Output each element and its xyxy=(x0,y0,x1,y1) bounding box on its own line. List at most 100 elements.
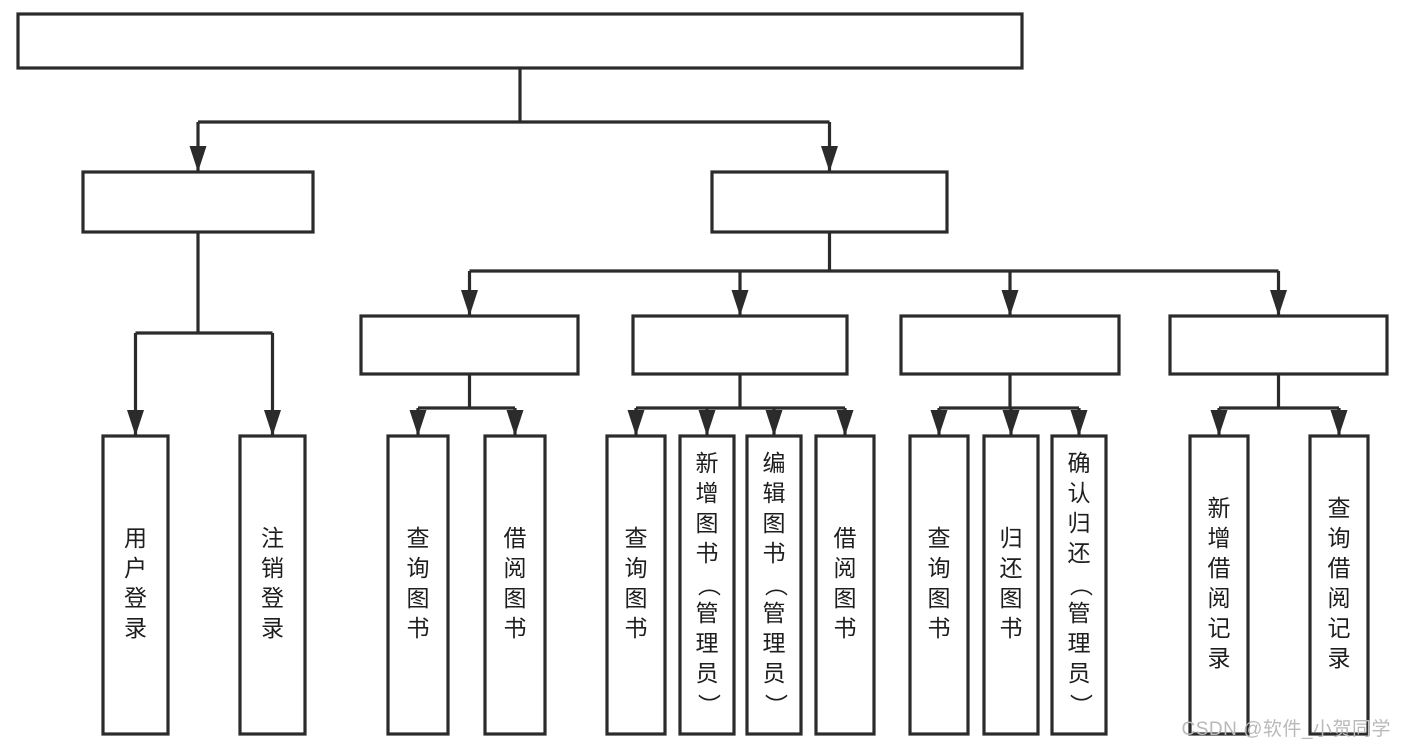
svg-text:登: 登 xyxy=(124,585,147,611)
node-box-new-book-recommend xyxy=(359,314,580,376)
node-box-leaf-query-book-3 xyxy=(908,434,970,736)
node-box-borrow-record xyxy=(1168,314,1389,376)
arrow-head-bookborrow-2 xyxy=(765,410,783,436)
svg-text:理: 理 xyxy=(763,630,786,656)
node-user-login[interactable] xyxy=(81,170,315,234)
svg-text:归: 归 xyxy=(1000,525,1023,551)
svg-text:阅: 阅 xyxy=(1208,585,1231,611)
svg-text:增: 增 xyxy=(696,480,719,506)
svg-text:借: 借 xyxy=(1208,555,1231,581)
arrow-head-currentborrow-1 xyxy=(1002,410,1020,436)
svg-text:录: 录 xyxy=(1328,645,1351,671)
svg-text:归: 归 xyxy=(1068,510,1091,536)
svg-text:阅: 阅 xyxy=(1328,585,1351,611)
node-box-leaf-confirm-return xyxy=(1050,434,1108,736)
node-current-borrow[interactable] xyxy=(899,314,1121,376)
arrow-head-bookmanage-2 xyxy=(1001,290,1019,316)
svg-text:查: 查 xyxy=(1328,495,1351,521)
svg-text:（: （ xyxy=(696,574,722,597)
svg-text:书: 书 xyxy=(504,615,527,641)
svg-text:书: 书 xyxy=(1000,615,1023,641)
node-book-borrow[interactable] xyxy=(631,314,849,376)
svg-text:录: 录 xyxy=(124,615,147,641)
svg-text:图: 图 xyxy=(696,510,719,536)
arrow-head-userlogin-1 xyxy=(264,410,281,436)
svg-text:管: 管 xyxy=(1068,600,1091,626)
node-box-leaf-query-book-2 xyxy=(605,434,667,736)
svg-text:管: 管 xyxy=(696,600,719,626)
arrow-head-userlogin-0 xyxy=(127,410,144,436)
svg-text:询: 询 xyxy=(625,555,648,581)
arrow-head-currentborrow-2 xyxy=(1070,410,1088,436)
svg-text:员: 员 xyxy=(763,660,786,686)
svg-text:借: 借 xyxy=(1328,555,1351,581)
svg-text:询: 询 xyxy=(928,555,951,581)
node-box-leaf-query-record xyxy=(1308,434,1370,736)
svg-text:查: 查 xyxy=(928,525,951,551)
svg-text:（: （ xyxy=(763,574,789,597)
connectors-layer xyxy=(127,68,1348,436)
node-borrow-record[interactable] xyxy=(1168,314,1389,376)
node-root[interactable] xyxy=(16,12,1024,70)
svg-text:）: ） xyxy=(1068,694,1094,717)
svg-text:图: 图 xyxy=(928,585,951,611)
svg-text:新: 新 xyxy=(696,450,719,476)
svg-text:新: 新 xyxy=(1208,495,1231,521)
node-box-current-borrow xyxy=(899,314,1121,376)
svg-text:还: 还 xyxy=(1000,555,1023,581)
svg-text:登: 登 xyxy=(261,585,284,611)
svg-text:图: 图 xyxy=(504,585,527,611)
svg-text:）: ） xyxy=(696,694,722,717)
svg-text:户: 户 xyxy=(124,555,147,581)
node-book-manage[interactable] xyxy=(710,170,949,234)
svg-text:记: 记 xyxy=(1208,615,1231,641)
arrow-head-borrowrecord-0 xyxy=(1210,410,1228,436)
arrow-head-bookborrow-0 xyxy=(627,410,645,436)
arrow-head-bookborrow-1 xyxy=(698,410,716,436)
arrow-head-borrowrecord-1 xyxy=(1330,410,1348,436)
nodes-layer: 用户登录注销登录查询图书借阅图书查询图书新增图书（管理员）编辑图书（管理员）借阅… xyxy=(16,12,1389,736)
svg-text:销: 销 xyxy=(261,555,284,581)
svg-text:图: 图 xyxy=(834,585,857,611)
node-box-leaf-add-record xyxy=(1188,434,1250,736)
arrow-head-root-0 xyxy=(189,146,207,172)
arrow-head-root-1 xyxy=(821,146,838,172)
svg-text:查: 查 xyxy=(407,525,430,551)
svg-text:书: 书 xyxy=(834,615,857,641)
svg-text:书: 书 xyxy=(407,615,430,641)
svg-text:理: 理 xyxy=(1068,630,1091,656)
svg-text:认: 认 xyxy=(1068,480,1091,506)
svg-text:辑: 辑 xyxy=(763,480,786,506)
node-box-leaf-add-book xyxy=(678,434,736,736)
svg-text:员: 员 xyxy=(696,660,719,686)
svg-text:借: 借 xyxy=(504,525,527,551)
svg-text:书: 书 xyxy=(625,615,648,641)
svg-text:图: 图 xyxy=(1000,585,1023,611)
arrow-head-newbook-0 xyxy=(409,410,427,436)
node-new-book-recommend[interactable] xyxy=(359,314,580,376)
arrow-head-currentborrow-0 xyxy=(930,410,948,436)
watermark: CSDN @软件_小贺同学 xyxy=(1181,719,1391,740)
